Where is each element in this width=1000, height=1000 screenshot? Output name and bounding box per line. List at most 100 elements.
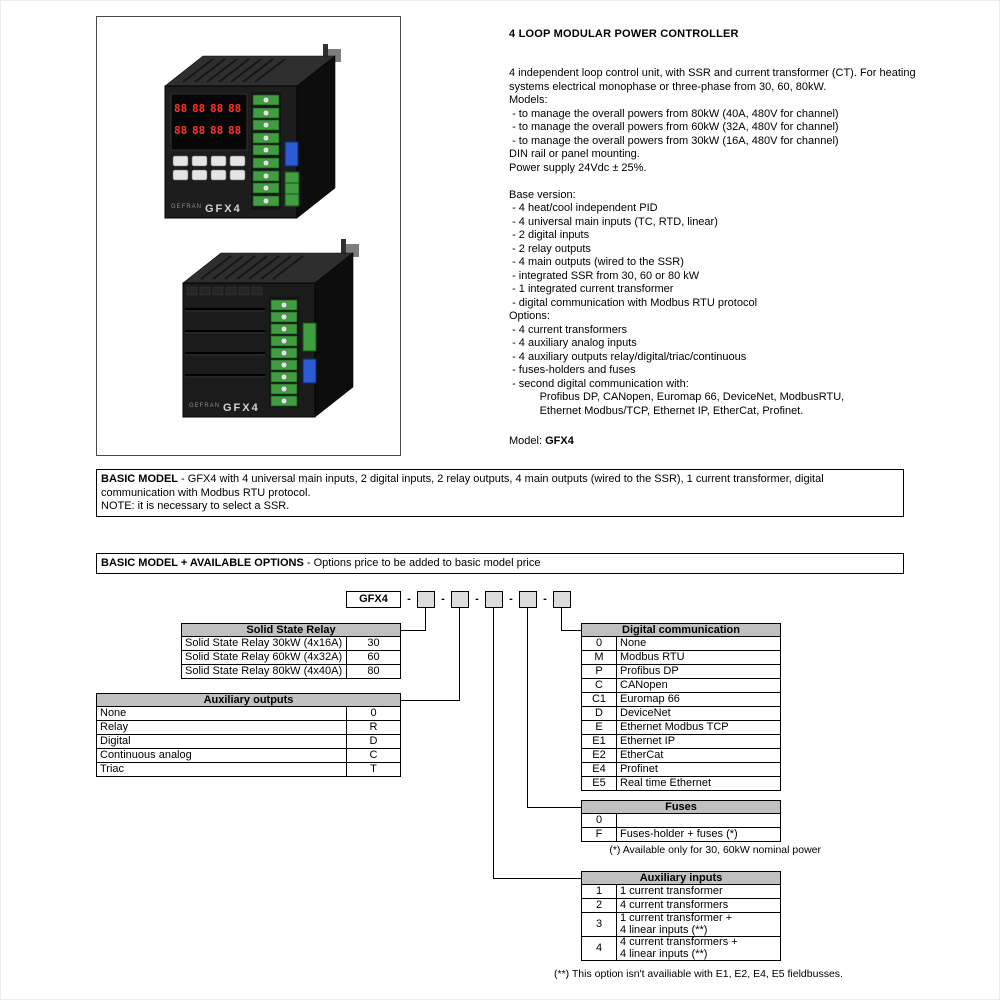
option-code: E5 [592,776,606,789]
option-label: Solid State Relay 80kW (4x40A) [185,664,343,677]
table-title: Digital communication [582,624,780,637]
order-code-separator: - [407,593,411,605]
option-code: R [346,721,400,734]
option-row: E5 Real time Ethernet [582,777,780,790]
order-code-slot-aux-outputs [451,591,469,608]
table-solid-state-relay: Solid State Relay Solid State Relay 30kW… [181,623,401,679]
option-code: 30 [346,637,400,650]
option-code: M [594,650,604,663]
option-row: F Fuses-holder + fuses (*) [582,828,780,841]
brand-label: GEFRAN [171,204,202,210]
option-row: M Modbus RTU [582,651,780,665]
connector-line [527,807,581,808]
option-label [616,814,780,827]
option-label: Profinet [616,763,780,776]
order-code-model-box: GFX4 [346,591,401,608]
options-text: - Options price to be added to basic mod… [303,557,541,569]
option-label: DeviceNet [616,707,780,720]
front-rib-highlights [185,310,265,378]
option-label: Real time Ethernet [616,777,780,790]
option-code: 80 [346,665,400,678]
option-row: Relay R [97,721,400,735]
product-description: 4 independent loop control unit, with SS… [509,67,916,417]
option-row: D DeviceNet [582,707,780,721]
option-code: P [595,664,603,677]
blue-connector [302,358,317,384]
option-code: E4 [592,762,606,775]
svg-text:88: 88 [210,124,223,137]
basic-model-note: NOTE: it is necessary to select a SSR. [101,500,290,512]
option-label: Ethernet IP [616,735,780,748]
order-code-slot-aux-inputs [485,591,503,608]
option-code: 0 [595,636,603,649]
option-code: 4 [595,941,603,954]
basic-model-heading: BASIC MODEL [101,473,178,485]
io-terminals-row [186,286,263,296]
table-title: Fuses [582,801,780,814]
order-code-separator: - [543,593,547,605]
order-code-separator: - [509,593,513,605]
option-row: 0 [582,814,780,828]
option-label: Continuous analog [100,748,192,761]
option-code: E2 [592,748,606,761]
option-row: Solid State Relay 80kW (4x40A)80 [182,665,400,678]
option-code: F [595,827,603,840]
option-label: 1 current transformer + 4 linear inputs … [616,912,780,936]
option-code: D [595,706,603,719]
aux-terminal-block [284,171,300,207]
connector-line [561,608,562,630]
model-value: GFX4 [545,435,574,447]
connector-line [493,878,581,879]
top-vents [182,58,286,83]
din-rail-tab [341,239,346,261]
model-line: Model: GFX4 [509,435,574,447]
basic-model-text: - GFX4 with 4 universal main inputs, 2 d… [101,473,824,499]
options-header-box: BASIC MODEL + AVAILABLE OPTIONS - Option… [96,553,904,574]
connector-line [459,608,460,700]
option-row: Solid State Relay 30kW (4x16A)30 [182,637,400,651]
device-model-label: GFX4 [205,203,242,215]
option-label: Profibus DP [616,665,780,678]
aux-terminal-block [302,322,317,352]
connector-line [493,608,494,878]
terminal-screws [262,96,270,205]
model-label: Model: [509,435,546,447]
option-label: Euromap 66 [616,693,780,706]
option-label: 1 current transformer [616,885,780,898]
order-code-slot-fuses [519,591,537,608]
svg-text:88: 88 [228,102,241,115]
fuses-note: (*) Available only for 30, 60kW nominal … [609,844,821,856]
display-bezel [170,93,248,151]
product-photo-blind-version: GEFRAN GFX4 [182,239,359,418]
blue-connector [284,141,299,167]
order-code-slot-ssr [417,591,435,608]
option-label: Modbus RTU [616,651,780,664]
option-label: Fuses-holder + fuses (*) [616,828,780,841]
option-label: Relay [100,720,129,733]
option-code: D [346,735,400,748]
svg-text:88: 88 [192,102,205,115]
keypad [172,155,246,181]
front-ribs [185,308,265,376]
svg-text:88: 88 [228,124,241,137]
option-code: T [346,763,400,776]
option-label: Ethernet Modbus TCP [616,721,780,734]
connector-line [425,608,426,630]
